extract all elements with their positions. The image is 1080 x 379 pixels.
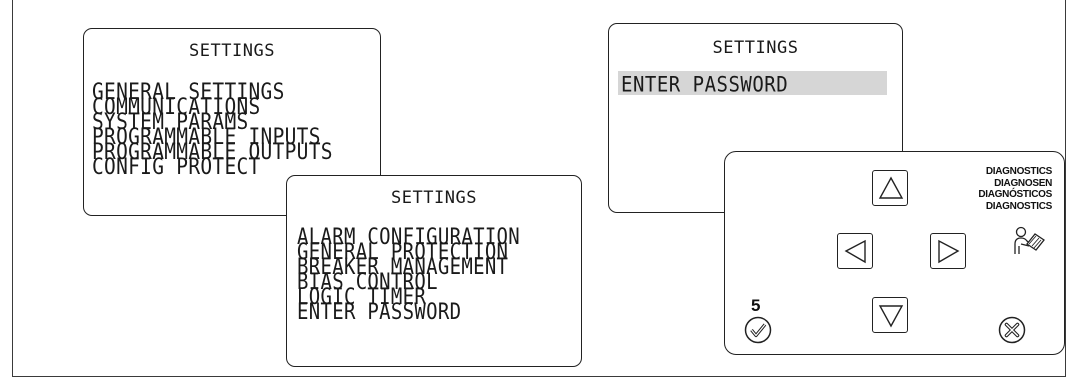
menu-item-system-params[interactable]: SYSTEM PARAMS: [92, 108, 249, 135]
screen-title: SETTINGS: [391, 188, 477, 208]
diagnostics-label-es: DIAGNÓSTICOS: [978, 189, 1052, 200]
menu-item-breaker-management[interactable]: BREAKER MANAGEMENT: [297, 254, 509, 280]
step-number-label: 5: [751, 296, 761, 315]
arrow-down-icon: [878, 305, 904, 328]
menu-item-logic-timer[interactable]: LOGIC TIMER: [297, 284, 427, 310]
diagnostics-label-de: DIAGNOSEN: [994, 177, 1052, 189]
menu-item-config-protect[interactable]: CONFIG PROTECT: [92, 153, 261, 180]
menu-item-alarm-configuration[interactable]: ALARM CONFIGURATION: [297, 224, 521, 250]
settings-menu-list: GENERAL SETTINGS COMMUNICATIONS SYSTEM P…: [92, 78, 333, 180]
diagnostics-label-fr: DIAGNOSTICS: [985, 200, 1052, 212]
up-button[interactable]: [872, 170, 908, 206]
menu-item-programmable-outputs[interactable]: PROGRAMMABLE OUTPUTS: [92, 138, 333, 165]
control-keypad: 5 DIAGNOSTICS DIAGNOSEN DIAGNÓSTICOS DIA…: [724, 151, 1065, 355]
lcd-screen-settings-main: SETTINGS GENERAL SETTINGS COMMUNICATIONS…: [83, 28, 381, 216]
arrow-up-icon: [878, 176, 904, 199]
cancel-button[interactable]: [998, 316, 1026, 344]
diagnostics-labels: DIAGNOSTICS DIAGNOSEN DIAGNÓSTICOS DIAGN…: [978, 166, 1052, 212]
selection-highlight: [618, 71, 887, 95]
lcd-screen-settings-config: SETTINGS ALARM CONFIGURATION GENERAL PRO…: [286, 175, 582, 367]
screen-title: SETTINGS: [712, 38, 799, 58]
arrow-right-icon: [938, 239, 960, 264]
menu-item-programmable-inputs[interactable]: PROGRAMMABLE INPUTS: [92, 123, 321, 150]
enter-button[interactable]: [744, 316, 772, 344]
checkmark-icon: [744, 316, 772, 344]
menu-item-general-settings[interactable]: GENERAL SETTINGS: [92, 78, 285, 105]
left-button[interactable]: [837, 233, 873, 269]
screen-title: SETTINGS: [189, 41, 275, 61]
menu-item-bias-control[interactable]: BIAS CONTROL: [297, 269, 438, 295]
menu-item-enter-password-selected[interactable]: ENTER PASSWORD: [621, 73, 789, 98]
menu-item-communications[interactable]: COMMUNICATIONS: [92, 93, 261, 120]
diagnostics-label-en: DIAGNOSTICS: [985, 166, 1052, 177]
settings-menu-list: ALARM CONFIGURATION GENERAL PROTECTION B…: [297, 224, 521, 325]
right-button[interactable]: [930, 233, 966, 269]
cross-icon: [998, 316, 1026, 344]
menu-item-enter-password[interactable]: ENTER PASSWORD: [297, 299, 462, 325]
diagnostics-person-icon[interactable]: [1011, 224, 1047, 258]
arrow-left-icon: [844, 239, 866, 264]
figure-frame: SETTINGS GENERAL SETTINGS COMMUNICATIONS…: [12, 0, 1066, 377]
menu-item-general-protection[interactable]: GENERAL PROTECTION: [297, 239, 509, 265]
down-button[interactable]: [872, 297, 908, 333]
